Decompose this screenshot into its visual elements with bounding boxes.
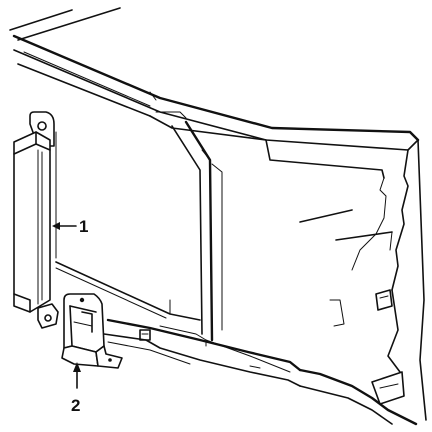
callout-2: 2 xyxy=(71,362,81,415)
callout-2-arrowhead xyxy=(73,362,81,372)
callout-1: 1 xyxy=(52,217,88,236)
radiator-support-panel xyxy=(9,7,427,426)
callout-2-label: 2 xyxy=(71,396,80,415)
callout-1-label: 1 xyxy=(79,217,88,236)
part-1-module xyxy=(13,111,59,329)
callout-1-arrowhead xyxy=(52,222,60,230)
part-2-bracket xyxy=(61,293,123,369)
